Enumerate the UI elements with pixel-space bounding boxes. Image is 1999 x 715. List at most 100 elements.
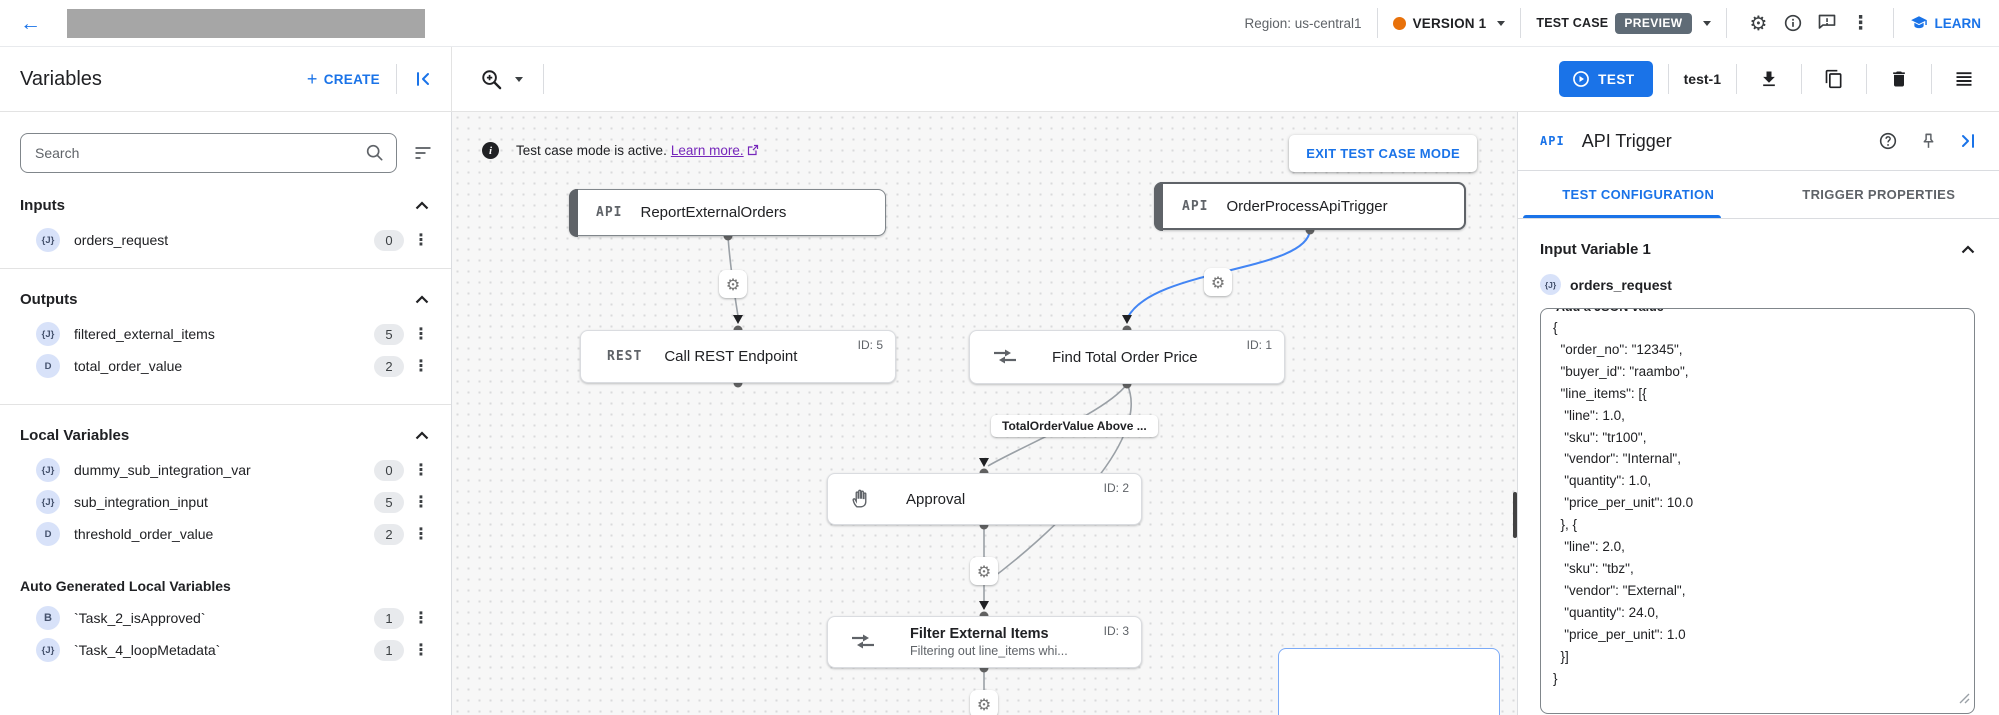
divider xyxy=(1520,8,1522,38)
variable-row[interactable]: D threshold_order_value 2 ⋮ xyxy=(0,518,451,550)
row-menu-icon[interactable]: ⋮ xyxy=(413,494,429,511)
divider xyxy=(1892,8,1894,38)
edge-gear-icon[interactable]: ⚙ xyxy=(970,690,998,715)
json-type-icon: {J} xyxy=(36,458,60,482)
plus-icon: + xyxy=(306,68,318,89)
tab-trigger-properties[interactable]: TRIGGER PROPERTIES xyxy=(1802,187,1956,202)
section-local-variables: Local Variables xyxy=(0,417,451,454)
create-variable-button[interactable]: + CREATE xyxy=(306,68,380,89)
settings-gear-icon[interactable]: ⚙ xyxy=(1749,11,1768,35)
divider xyxy=(1866,64,1867,94)
chevron-up-icon[interactable] xyxy=(1961,245,1975,254)
row-menu-icon[interactable]: ⋮ xyxy=(413,462,429,479)
info-icon[interactable] xyxy=(1776,6,1810,40)
integration-canvas[interactable]: i Test case mode is active.Learn more. E… xyxy=(452,112,1517,715)
json-field-label: Add a JSON value * xyxy=(1551,309,1678,314)
row-menu-icon[interactable]: ⋮ xyxy=(413,642,429,659)
chevron-up-icon[interactable] xyxy=(415,431,429,440)
divider xyxy=(1801,64,1802,94)
usage-count-badge: 0 xyxy=(374,459,404,481)
variable-row[interactable]: {J} `Task_4_loopMetadata` 1 ⋮ xyxy=(0,634,451,666)
json-type-icon: {J} xyxy=(1540,274,1561,295)
node-find-total-order-price[interactable]: ID: 1 Find Total Order Price xyxy=(969,330,1285,384)
redacted-title-block xyxy=(67,8,425,38)
test-case-name[interactable]: test-1 xyxy=(1683,71,1721,87)
copy-icon[interactable] xyxy=(1817,62,1851,96)
variable-row[interactable]: B `Task_2_isApproved` 1 ⋮ xyxy=(0,602,451,634)
node-approval[interactable]: ID: 2 Approval xyxy=(827,473,1142,525)
zoom-dropdown-caret[interactable] xyxy=(515,76,523,82)
node-order-process-api-trigger[interactable]: API OrderProcessApiTrigger xyxy=(1153,181,1466,231)
boolean-type-icon: B xyxy=(36,606,60,630)
test-case-selector[interactable]: TEST CASE PREVIEW xyxy=(1536,12,1711,34)
selection-box xyxy=(1278,648,1500,715)
config-panel-title: API Trigger xyxy=(1581,130,1672,151)
active-tab-indicator xyxy=(1523,215,1721,218)
variable-row[interactable]: {J} filtered_external_items 5 ⋮ xyxy=(0,318,451,350)
exit-test-case-mode-button[interactable]: EXIT TEST CASE MODE xyxy=(1289,135,1477,172)
more-vert-icon[interactable]: ⋮ xyxy=(1851,12,1870,34)
node-id-label: ID: 5 xyxy=(857,338,883,352)
chevron-up-icon[interactable] xyxy=(415,295,429,304)
approval-hand-icon xyxy=(850,487,872,511)
delete-icon[interactable] xyxy=(1882,62,1916,96)
auto-generated-section-title: Auto Generated Local Variables xyxy=(20,578,231,594)
collapse-panel-icon[interactable] xyxy=(409,62,437,96)
trigger-accent-bar xyxy=(568,188,578,237)
variable-row[interactable]: {J} orders_request 0 ⋮ xyxy=(0,224,451,256)
test-case-banner: i Test case mode is active.Learn more. xyxy=(482,142,759,159)
help-icon[interactable] xyxy=(1871,124,1905,158)
row-menu-icon[interactable]: ⋮ xyxy=(413,326,429,343)
data-mapping-icon xyxy=(992,347,1018,367)
search-input[interactable] xyxy=(20,133,397,173)
json-value-field[interactable]: Add a JSON value * { "order_no": "12345"… xyxy=(1540,308,1975,714)
learn-more-link[interactable]: Learn more. xyxy=(670,143,744,158)
row-menu-icon[interactable]: ⋮ xyxy=(413,526,429,543)
chevron-up-icon[interactable] xyxy=(415,201,429,210)
node-report-external-orders[interactable]: API ReportExternalOrders xyxy=(568,188,886,237)
zoom-control[interactable] xyxy=(474,62,508,96)
json-type-icon: {J} xyxy=(36,638,60,662)
row-menu-icon[interactable]: ⋮ xyxy=(413,358,429,375)
menu-list-icon[interactable] xyxy=(1947,62,1981,96)
scrollbar-thumb[interactable] xyxy=(1513,492,1517,538)
divider xyxy=(396,64,397,94)
edge-condition-label[interactable]: TotalOrderValue Above ... xyxy=(991,415,1158,437)
back-arrow-icon[interactable]: ← xyxy=(20,11,41,35)
edge-gear-icon[interactable]: ⚙ xyxy=(1204,268,1232,296)
play-circle-icon xyxy=(1573,71,1589,87)
divider xyxy=(1931,64,1932,94)
variable-row[interactable]: D total_order_value 2 ⋮ xyxy=(0,350,451,382)
json-value-text[interactable]: { "order_no": "12345", "buyer_id": "raam… xyxy=(1553,320,1694,686)
collapse-right-panel-icon[interactable] xyxy=(1951,124,1985,158)
sort-filter-icon[interactable] xyxy=(409,136,437,170)
test-button[interactable]: TEST xyxy=(1559,61,1653,97)
pin-icon[interactable] xyxy=(1911,124,1945,158)
divider xyxy=(543,64,544,94)
row-menu-icon[interactable]: ⋮ xyxy=(413,232,429,249)
node-filter-external-items[interactable]: ID: 3 Filter External Items Filtering ou… xyxy=(827,616,1142,668)
chevron-down-icon xyxy=(1702,20,1711,26)
node-id-label: ID: 1 xyxy=(1246,338,1272,352)
node-call-rest-endpoint[interactable]: ID: 5 REST Call REST Endpoint xyxy=(580,330,896,383)
double-type-icon: D xyxy=(36,354,60,378)
chevron-down-icon xyxy=(1497,20,1506,26)
variable-row[interactable]: {J} sub_integration_input 5 ⋮ xyxy=(0,486,451,518)
edge-gear-icon[interactable]: ⚙ xyxy=(719,270,747,298)
feedback-icon[interactable] xyxy=(1810,6,1844,40)
rest-task-badge: REST xyxy=(607,349,643,364)
learn-link[interactable]: LEARN xyxy=(1909,14,1981,32)
resize-handle-icon[interactable] xyxy=(1959,691,1970,709)
download-icon[interactable] xyxy=(1752,62,1786,96)
search-icon[interactable] xyxy=(364,142,385,168)
edge-gear-icon[interactable]: ⚙ xyxy=(970,557,998,585)
config-panel-header: API API Trigger xyxy=(1518,112,1999,171)
row-menu-icon[interactable]: ⋮ xyxy=(413,610,429,627)
tab-test-configuration[interactable]: TEST CONFIGURATION xyxy=(1562,187,1715,202)
input-variable-section: Input Variable 1 xyxy=(1518,219,1999,272)
usage-count-badge: 0 xyxy=(374,229,404,251)
variable-row[interactable]: {J} dummy_sub_integration_var 0 ⋮ xyxy=(0,454,451,486)
version-selector[interactable]: VERSION 1 xyxy=(1392,16,1506,31)
api-badge: API xyxy=(1540,134,1565,148)
